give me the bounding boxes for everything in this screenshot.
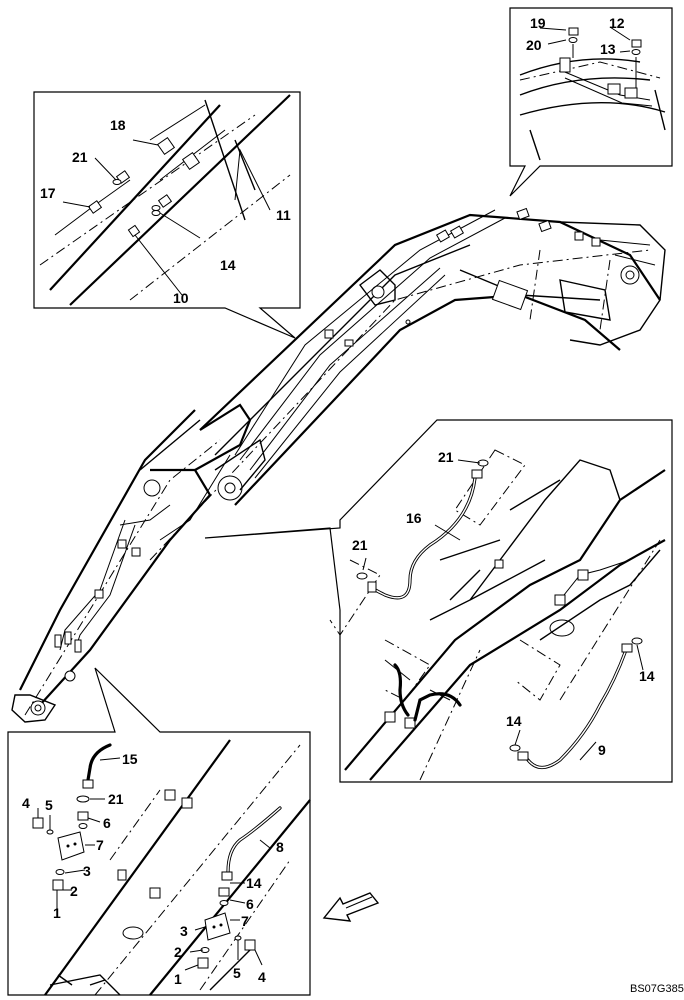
callout-18: 18	[110, 117, 126, 133]
callout-11: 11	[276, 207, 291, 223]
callout-4-right: 4	[258, 969, 266, 985]
callout-14-hose9-top: 14	[639, 668, 655, 684]
callout-1-right: 1	[174, 971, 182, 987]
callout-19: 19	[530, 15, 546, 31]
callout-5-right: 5	[233, 965, 241, 981]
callout-6-right: 6	[246, 896, 254, 912]
diagram-code: BS07G385	[630, 983, 684, 995]
callout-21-hose16-top: 21	[438, 449, 454, 465]
detail-box-middle-right: 21 16 21 14 14 9	[204, 419, 673, 783]
callout-7-left: 7	[96, 837, 104, 853]
callout-3-left: 3	[83, 863, 91, 879]
callout-21: 21	[72, 149, 88, 165]
callout-5-left: 5	[45, 797, 53, 813]
detail-box-top-left: 18 21 17 11 14 10	[33, 91, 301, 339]
callout-2-right: 2	[174, 944, 182, 960]
callout-14: 14	[220, 257, 236, 273]
callout-3-right: 3	[180, 923, 188, 939]
callout-10: 10	[173, 290, 189, 306]
callout-13: 13	[600, 41, 616, 57]
detail-box-bottom-left: 15 4 5 21 6 7 3 2 1 8 14 6 7 3 2 5 1 4	[7, 667, 311, 996]
callout-16: 16	[406, 510, 422, 526]
callout-4-left: 4	[22, 795, 30, 811]
callout-17: 17	[40, 185, 56, 201]
boom-arm-assembly	[11, 207, 666, 723]
callout-15: 15	[122, 751, 138, 767]
callout-14-bottom: 14	[246, 875, 262, 891]
callout-21-bottom: 21	[108, 791, 124, 807]
callout-6-left: 6	[103, 815, 111, 831]
callout-8: 8	[276, 839, 284, 855]
callout-14-hose9-bottom: 14	[506, 713, 522, 729]
callout-20: 20	[526, 37, 542, 53]
callout-12: 12	[609, 15, 625, 31]
direction-arrow-icon	[322, 892, 380, 922]
callout-2-left: 2	[70, 883, 78, 899]
callout-21-hose16-bottom: 21	[352, 537, 368, 553]
callout-7-right: 7	[241, 913, 249, 929]
callout-1-left: 1	[53, 905, 61, 921]
detail-box-top-right: 19 20 12 13	[509, 7, 673, 197]
callout-9: 9	[598, 742, 606, 758]
